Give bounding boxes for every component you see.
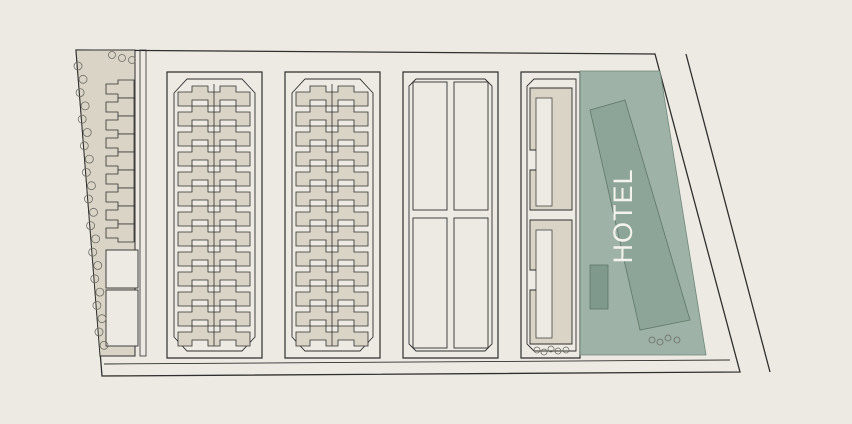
block-3-stepped (284, 71, 381, 359)
terraced-houses (105, 79, 135, 243)
tree (75, 88, 85, 97)
tree (94, 327, 104, 337)
block-4-outline (402, 71, 499, 359)
block-4-inner-frame (408, 78, 493, 352)
hotel-pool (589, 264, 609, 310)
block-2-inner-frame (173, 78, 256, 352)
courtyard-south (535, 229, 553, 339)
tree (89, 207, 98, 217)
block-west-terraced (73, 49, 147, 357)
tree (84, 194, 93, 204)
block-5-outline (520, 71, 581, 359)
tree (99, 340, 109, 350)
block-2-apartments (177, 85, 251, 347)
hotel-building (589, 99, 691, 331)
tree (128, 56, 136, 64)
tree (80, 101, 90, 111)
plot-south-west (412, 217, 448, 349)
open-plot-north (105, 249, 139, 289)
tree (78, 74, 88, 84)
tree (79, 141, 89, 151)
block-5-hotel: HOTEL (520, 70, 707, 359)
plot-south-east (453, 217, 489, 349)
block-4-four-plots (402, 71, 499, 359)
tree (87, 181, 96, 191)
tree (77, 114, 87, 124)
road-inner-line (103, 359, 731, 365)
tree (93, 261, 103, 270)
tree (95, 287, 105, 297)
apartment-unit (295, 325, 369, 347)
block-3-inner-frame (291, 78, 374, 352)
open-plot-south (105, 289, 139, 347)
block-2-stepped (166, 71, 263, 359)
tree (73, 61, 83, 71)
tree (86, 221, 95, 231)
tree-cluster (533, 334, 681, 356)
tree (92, 300, 102, 310)
tree (118, 54, 126, 62)
plot-north-west (412, 81, 448, 211)
tree-row (73, 51, 136, 350)
block-2-outline (166, 71, 263, 359)
tree (82, 128, 92, 137)
tree (82, 167, 91, 177)
apartment-unit (177, 325, 251, 347)
tree (90, 274, 100, 284)
courtyard-north (535, 97, 553, 207)
hotel-label: HOTEL (608, 168, 638, 263)
tree (91, 234, 101, 244)
block-west-border (139, 49, 147, 357)
block-3-outline (284, 71, 381, 359)
tree (84, 154, 94, 164)
tree (108, 51, 116, 59)
road-edge-line (685, 53, 771, 373)
plot-north-east (453, 81, 489, 211)
tree (88, 247, 98, 257)
block-3-apartments (295, 85, 369, 347)
terraced-house (105, 223, 135, 243)
tree (97, 314, 107, 324)
